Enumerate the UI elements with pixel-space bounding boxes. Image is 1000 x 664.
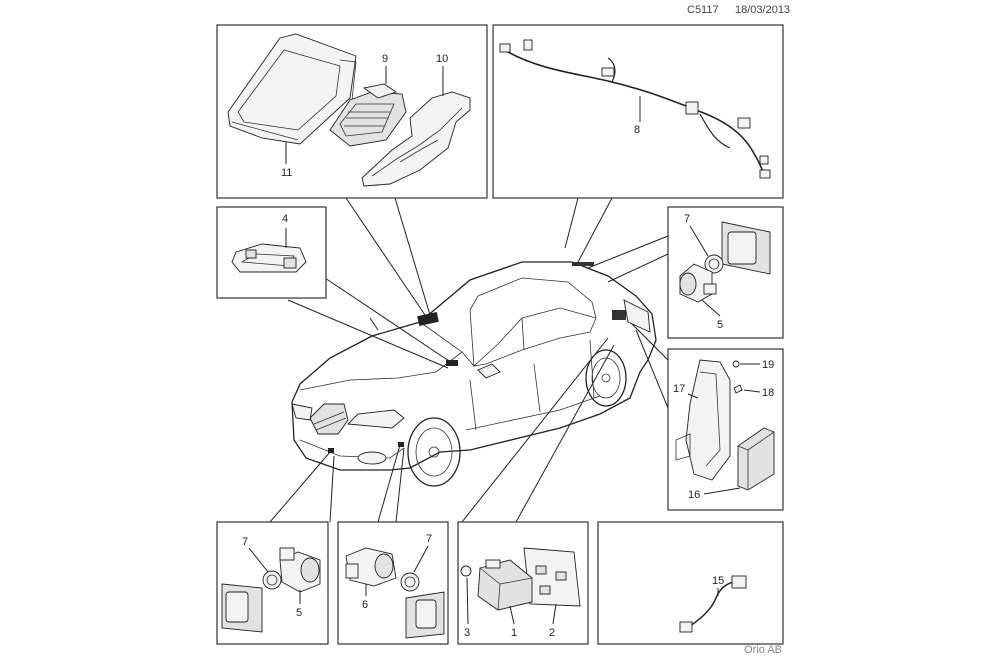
detail-box-roof-console: 9 10 11 <box>216 24 488 199</box>
callout-1: 1 <box>511 627 517 639</box>
part-7-ring <box>704 254 724 274</box>
callout-6: 6 <box>362 599 368 611</box>
part-8-harness <box>499 39 771 179</box>
detail-box-cable: 15 <box>597 521 784 645</box>
part-9-sensor-module <box>329 83 407 147</box>
detail-box-front-sensor-left: 7 5 <box>216 521 329 645</box>
callout-19: 19 <box>762 359 774 371</box>
part-7-ring-right <box>400 572 420 592</box>
part-6-sensor <box>345 547 397 587</box>
callout-17: 17 <box>673 383 685 395</box>
brand-footer: Orio AB <box>744 644 782 656</box>
callout-7-front-left: 7 <box>242 536 248 548</box>
part-5-sensor-left <box>279 547 321 593</box>
callout-3: 3 <box>464 627 470 639</box>
callout-11: 11 <box>281 167 292 179</box>
part-5-sensor <box>679 263 717 303</box>
callout-15: 15 <box>712 575 724 587</box>
callout-9: 9 <box>382 53 388 65</box>
detail-box-rear-sensor: 7 5 <box>667 206 784 339</box>
part-3-clip <box>460 565 472 577</box>
detail-box-control-unit: 3 1 2 <box>457 521 589 645</box>
callout-16: 16 <box>688 489 700 501</box>
callout-18: 18 <box>762 387 774 399</box>
part-17-bracket <box>675 359 731 481</box>
part-19-nut <box>732 360 740 368</box>
part-15-cable <box>679 575 747 633</box>
detail-box-control-module: 19 18 17 16 <box>667 348 784 511</box>
part-7-ring-left <box>262 570 282 590</box>
leader-lines <box>269 197 669 523</box>
part-11-cover <box>227 33 357 145</box>
detail-box-bracket: 4 <box>216 206 327 299</box>
diagram-date: 18/03/2013 <box>735 4 791 16</box>
car-illustration <box>291 261 657 487</box>
part-16-module <box>737 427 775 491</box>
part-10-trim <box>361 91 471 187</box>
callout-7-front-right: 7 <box>426 533 432 545</box>
part-4-bracket <box>231 243 307 273</box>
part-1-module <box>477 559 533 611</box>
callout-5-front-left: 5 <box>296 607 302 619</box>
part-18-screw <box>733 384 743 394</box>
diagram-code: C5117 <box>687 4 719 16</box>
callout-7-rear: 7 <box>684 213 690 225</box>
callout-5-rear: 5 <box>717 319 723 331</box>
detail-box-front-sensor-right: 7 6 <box>337 521 449 645</box>
callout-10: 10 <box>436 53 448 65</box>
detail-box-harness: 8 <box>492 24 784 199</box>
callout-2: 2 <box>549 627 555 639</box>
callout-8: 8 <box>634 124 640 136</box>
callout-4: 4 <box>282 213 288 225</box>
